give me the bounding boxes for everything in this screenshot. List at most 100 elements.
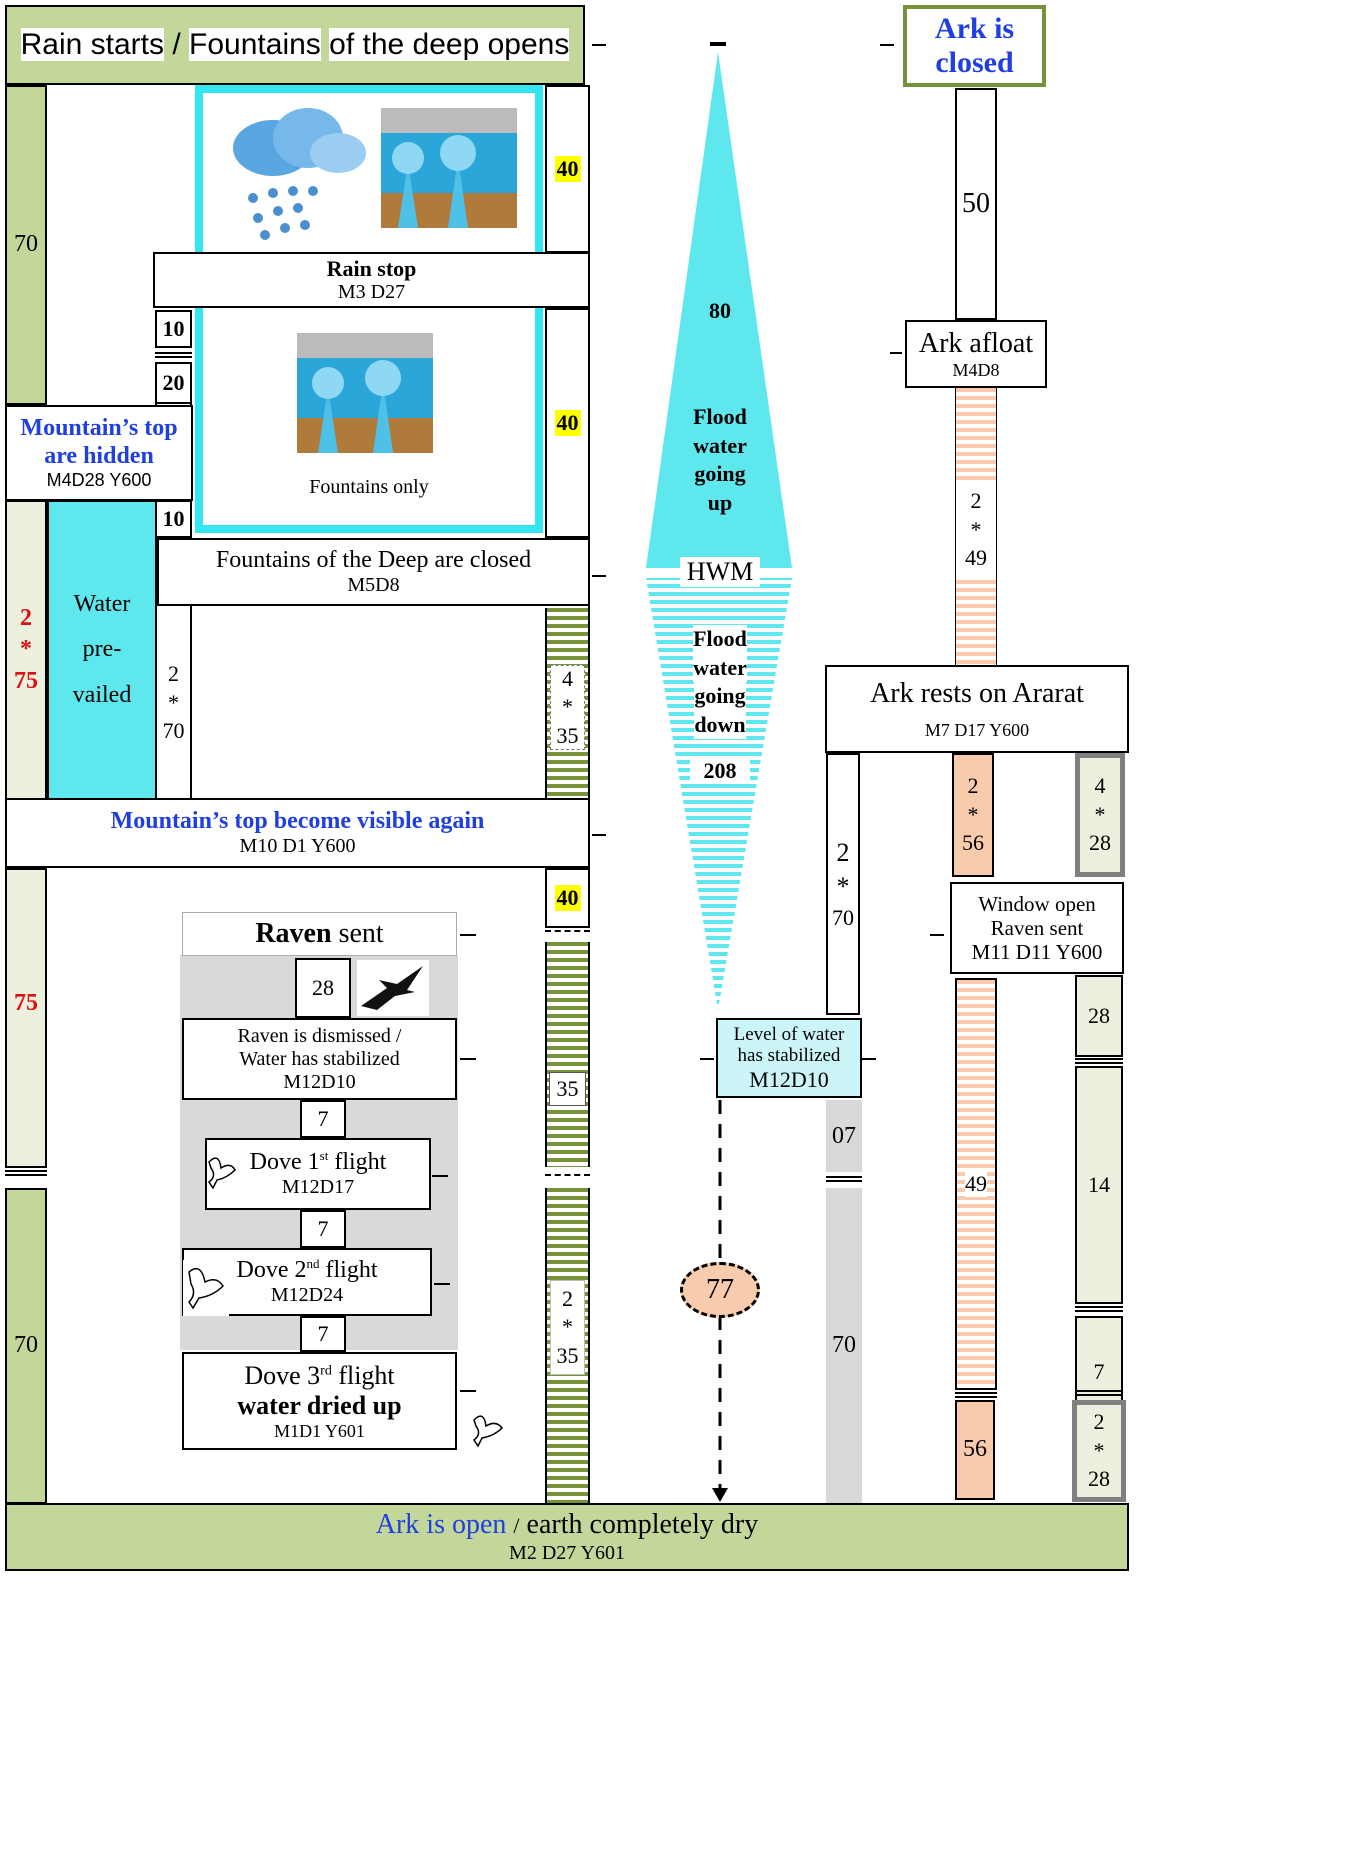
num-text: 10 bbox=[162, 506, 185, 532]
hwm-label: HWM bbox=[680, 557, 760, 587]
dove3-box: Dove 3rd flight water dried up M1D1 Y601 bbox=[182, 1352, 457, 1450]
header-rain-starts: Rain starts / Fountains of the deep open… bbox=[5, 5, 585, 85]
seg-star: * bbox=[1094, 801, 1106, 827]
footer-sep: / bbox=[513, 1513, 520, 1539]
left-seg-70-label: 70 bbox=[14, 231, 38, 258]
tick bbox=[434, 1283, 450, 1285]
dove-icon bbox=[470, 1408, 506, 1452]
dove1-box: Dove 1st flight M12D17 bbox=[205, 1138, 431, 1210]
dove-sup: nd bbox=[306, 1255, 320, 1271]
gap-7b: 7 bbox=[300, 1210, 346, 1248]
num-text: 07 bbox=[832, 1122, 856, 1149]
raven-dismissed-box: Raven is dismissed / Water has stabilize… bbox=[182, 1018, 457, 1100]
fountains-closed-title: Fountains of the Deep are closed bbox=[215, 546, 532, 573]
ark-2x70: 2*70 bbox=[826, 753, 860, 1015]
divider bbox=[545, 1174, 590, 1182]
footer-ark-open-text: Ark is open bbox=[375, 1509, 507, 1541]
sent-word: sent bbox=[338, 917, 384, 949]
seg-star: * bbox=[562, 694, 573, 720]
footer-ark-open: Ark is open / earth completely dry M2 D2… bbox=[5, 1503, 1129, 1571]
window-open-box: Window open Raven sent M11 D11 Y600 bbox=[950, 882, 1124, 974]
fountains-closed-date: M5D8 bbox=[347, 574, 400, 597]
dove-pre: Dove 1 bbox=[249, 1148, 320, 1175]
num-text: 49 bbox=[965, 1171, 987, 1197]
divider bbox=[155, 352, 192, 358]
tick bbox=[700, 1058, 714, 1060]
header-fountains-text: Fountains bbox=[189, 27, 321, 61]
ark-2x56: 2*56 bbox=[952, 753, 994, 877]
num-20: 20 bbox=[155, 362, 192, 404]
ark-afloat-box: Ark afloat M4D8 bbox=[905, 320, 1047, 388]
seg-num: 28 bbox=[1088, 1466, 1110, 1492]
num-10b: 10 bbox=[155, 500, 192, 538]
text-line: pre- bbox=[82, 636, 122, 663]
footer-dry-text: earth completely dry bbox=[526, 1509, 759, 1541]
mountains-visible-date: M10 D1 Y600 bbox=[239, 835, 356, 858]
ark-afloat-title: Ark afloat bbox=[918, 327, 1034, 359]
flood-up-days: 80 bbox=[709, 298, 731, 323]
mountains-visible-box: Mountain’s top become visible again M10 … bbox=[5, 798, 590, 868]
ark-2x49: 2*49 bbox=[956, 480, 996, 580]
mountains-hidden-date: M4D28 Y600 bbox=[46, 470, 152, 491]
text-line: M12D10 bbox=[283, 1070, 356, 1093]
seg-num: 2 bbox=[970, 488, 982, 514]
num-text: 40 bbox=[554, 156, 581, 182]
seg-star: * bbox=[836, 871, 850, 901]
num-10a: 10 bbox=[155, 310, 192, 348]
seg-num: 4 bbox=[562, 665, 573, 691]
text-line: Raven sent bbox=[990, 915, 1084, 940]
seg-num: 49 bbox=[965, 545, 987, 571]
num-text: 35 bbox=[556, 1076, 579, 1101]
num-35: 35 bbox=[549, 1072, 586, 1106]
dove2-label: Dove 2nd flight bbox=[236, 1255, 378, 1285]
rain-panel bbox=[195, 85, 543, 253]
rain-stop-box: Rain stop M3 D27 bbox=[153, 252, 590, 308]
seg-num: 28 bbox=[1089, 830, 1111, 856]
seg-num: 35 bbox=[556, 1342, 579, 1368]
dove-svg bbox=[188, 1267, 224, 1310]
dove-sup: rd bbox=[320, 1363, 332, 1379]
dove3-bold: water dried up bbox=[237, 1390, 402, 1420]
dove-post: flight bbox=[331, 1360, 395, 1390]
seg-num: 2 bbox=[562, 1285, 573, 1311]
text-line: down bbox=[694, 710, 746, 740]
tick bbox=[460, 1058, 476, 1060]
mountains-hidden-box: Mountain’s top are hidden M4D28 Y600 bbox=[5, 405, 193, 501]
ark-50: 50 bbox=[955, 88, 997, 320]
footer-title: Ark is open / earth completely dry bbox=[376, 1509, 758, 1541]
text-line: water bbox=[693, 432, 747, 458]
num-text: 50 bbox=[962, 187, 990, 219]
flood-down-days: 208 bbox=[690, 758, 750, 784]
num-40c: 40 bbox=[545, 868, 590, 928]
ark-rests-date: M7 D17 Y600 bbox=[924, 719, 1030, 740]
text-line: going bbox=[694, 682, 746, 711]
seg-num: 2 bbox=[967, 773, 979, 799]
seg-star: * bbox=[1093, 1437, 1105, 1463]
divider bbox=[826, 1176, 862, 1182]
tick bbox=[930, 934, 944, 936]
tick bbox=[592, 834, 606, 836]
ark-56: 56 bbox=[955, 1400, 995, 1500]
left-seg-2x75: 2*75 bbox=[5, 500, 47, 800]
stripe-bar bbox=[545, 942, 590, 1167]
water-prevailed-box: Water pre- vailed bbox=[47, 500, 157, 800]
seg-num: 70 bbox=[832, 904, 854, 930]
text-line: Flood bbox=[693, 404, 747, 429]
num-text: 7 bbox=[317, 1106, 329, 1132]
raven-days: 28 bbox=[295, 958, 351, 1018]
ark-rests-box: Ark rests on Ararat M7 D17 Y600 bbox=[825, 665, 1129, 753]
raven-word: Raven bbox=[255, 917, 332, 949]
text-line: water bbox=[693, 653, 747, 683]
left-seg-70-bottom: 70 bbox=[5, 1188, 47, 1504]
fountains-closed-box: Fountains of the Deep are closed M5D8 bbox=[157, 538, 590, 606]
dove-svg bbox=[472, 1415, 503, 1448]
text-line: M11 D11 Y600 bbox=[971, 940, 1103, 965]
num-text: 7 bbox=[317, 1216, 329, 1242]
dove-pre: Dove 2 bbox=[236, 1256, 307, 1283]
divider bbox=[545, 930, 590, 938]
raven-sent-box: Raven sent bbox=[182, 912, 457, 956]
seg-star: * bbox=[562, 1314, 573, 1340]
seg-star: * bbox=[168, 689, 179, 715]
seg-num: 75 bbox=[14, 667, 38, 694]
